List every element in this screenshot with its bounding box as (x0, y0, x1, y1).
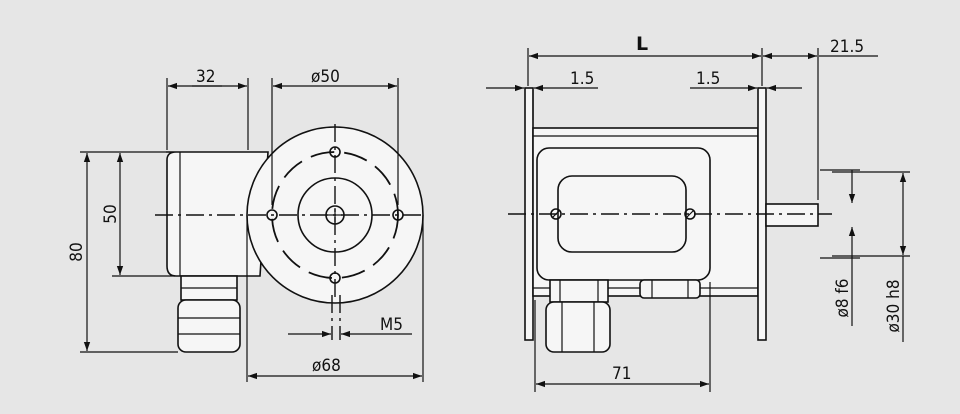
dim-dia-68: ø68 (312, 356, 341, 376)
dim-width-32: 32 (196, 67, 215, 87)
dim-thread-m5: M5 (380, 315, 403, 335)
housing-body (166, 151, 269, 277)
bottom-glands (545, 279, 701, 353)
cable-gland (177, 275, 241, 353)
dim-height-50: 50 (101, 204, 121, 223)
side-view: L 21.5 1.5 1.5 71 ø8 f6 ø30 h8 (486, 33, 910, 392)
dim-gap-right-1-5: 1.5 (696, 69, 720, 89)
dim-shaft-dia-8f6: ø8 f6 (833, 278, 853, 317)
dim-height-80: 80 (67, 242, 87, 261)
front-view: 32 ø50 50 80 M5 ø68 (67, 67, 425, 382)
dim-gap-left-1-5: 1.5 (570, 69, 594, 89)
dim-length-l: L (636, 33, 648, 55)
dim-pilot-dia-30h8: ø30 h8 (884, 279, 904, 332)
shaft (765, 203, 819, 227)
dim-dia-50: ø50 (311, 67, 340, 87)
dim-shaft-21-5: 21.5 (830, 37, 864, 57)
dim-base-71: 71 (612, 364, 631, 384)
